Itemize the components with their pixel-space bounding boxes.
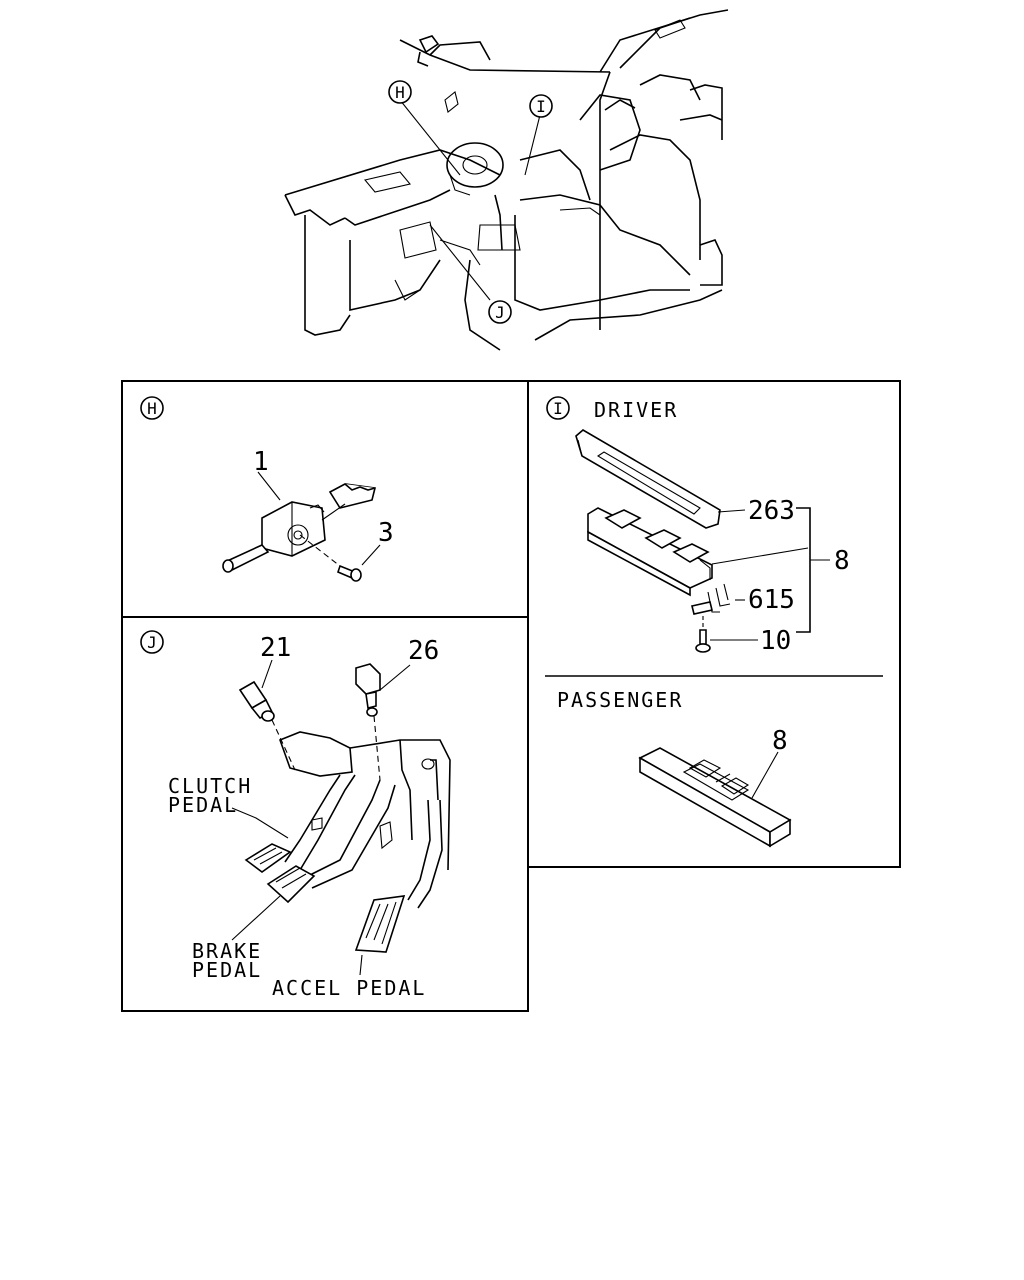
accel-pedal-label: ACCEL PEDAL	[272, 976, 426, 1000]
callout-j: J	[140, 630, 164, 654]
panel-i-frame	[527, 380, 901, 868]
panel-i: I DRIVER	[546, 396, 850, 848]
part-number-26: 26	[408, 636, 439, 666]
driver-label: DRIVER	[594, 398, 678, 422]
brake-switch-drawing	[355, 663, 381, 781]
passenger-switch-drawing	[638, 747, 792, 848]
part-number-21: 21	[260, 633, 291, 663]
callout-i-overview: I	[529, 94, 553, 118]
part-number-1: 1	[253, 447, 269, 477]
brake-pedal-label-line2: PEDAL	[192, 958, 262, 982]
panel-h-frame	[121, 380, 529, 618]
combination-switch-drawing	[222, 483, 376, 573]
panel-j: J 21 26	[140, 630, 451, 1000]
svg-text:I: I	[553, 399, 563, 418]
clip-615-drawing	[691, 583, 731, 615]
screw-10-drawing	[695, 616, 711, 653]
clutch-pedal-label-line1: CLUTCH	[168, 774, 252, 798]
clutch-switch-drawing	[238, 680, 296, 771]
switch-bezel-drawing	[575, 429, 721, 529]
callout-i: I	[546, 396, 570, 420]
part-number-3: 3	[378, 518, 394, 548]
svg-text:J: J	[495, 303, 505, 322]
part-number-8-driver: 8	[834, 546, 850, 576]
svg-text:J: J	[147, 633, 157, 652]
window-switch-drawing	[587, 507, 713, 597]
callout-h-overview: H	[388, 80, 412, 104]
cab-interior-illustration: H I J	[284, 9, 729, 351]
callout-j-overview: J	[488, 300, 512, 324]
callout-h: H	[140, 396, 164, 420]
svg-text:I: I	[536, 97, 546, 116]
svg-text:H: H	[395, 83, 405, 102]
clutch-pedal-label-line2: PEDAL	[168, 793, 238, 817]
part-number-615: 615	[748, 585, 795, 615]
brake-pedal-label-line1: BRAKE	[192, 939, 262, 963]
part-number-10: 10	[760, 626, 791, 656]
screw-3-drawing	[299, 534, 362, 582]
svg-text:H: H	[147, 399, 157, 418]
part-number-8-passenger: 8	[772, 726, 788, 756]
part-number-263: 263	[748, 496, 795, 526]
panel-h: H 1 3	[140, 396, 394, 582]
passenger-label: PASSENGER	[557, 688, 683, 712]
pedal-assembly-drawing	[244, 731, 451, 953]
